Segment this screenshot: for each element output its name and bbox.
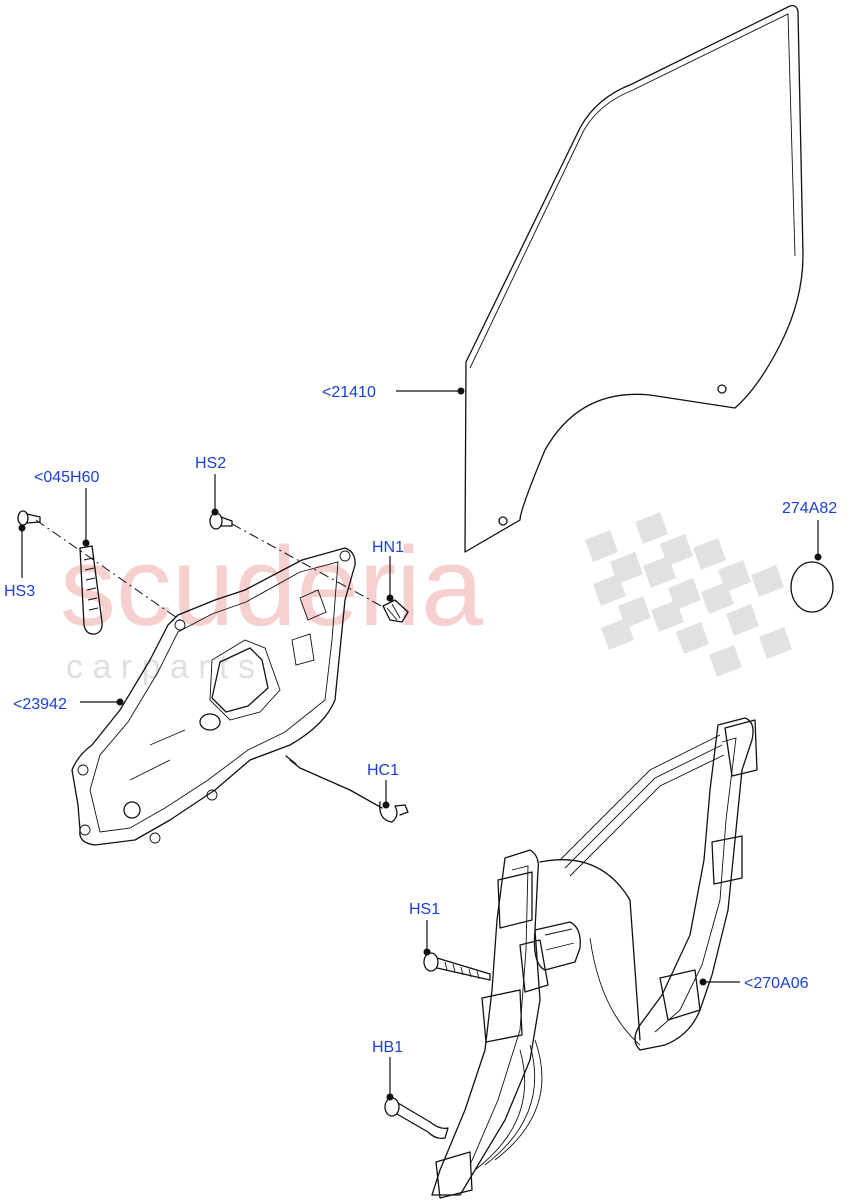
bolt-hb1[interactable] [384, 1097, 449, 1140]
callout-labels: <21410 274A82 <045H60 HS2 HN1 HS3 <23942… [4, 384, 837, 1056]
nut-hn1[interactable] [382, 599, 409, 623]
watermark: scuderia c a r p a r t s [60, 512, 792, 686]
screw-hs3[interactable] [17, 510, 41, 526]
callout-carrier-panel[interactable]: <23942 [13, 696, 67, 713]
callout-regulator[interactable]: <270A06 [744, 975, 809, 992]
callout-clip-part[interactable]: <045H60 [34, 469, 99, 486]
callout-screw-hs3[interactable]: HS3 [4, 583, 35, 600]
lock-rod[interactable] [79, 545, 103, 635]
alignment-lines [35, 519, 386, 621]
callout-glass[interactable]: <21410 [322, 384, 376, 401]
callout-screw-hs1[interactable]: HS1 [409, 901, 440, 918]
bowden-cable[interactable] [285, 755, 409, 823]
callout-screw-hs2[interactable]: HS2 [195, 455, 226, 472]
leader-lines [18, 387, 822, 1101]
sealing-ring[interactable] [790, 561, 834, 613]
window-regulator[interactable] [431, 717, 758, 1199]
watermark-checker-flag [585, 512, 792, 677]
screw-hs1[interactable] [423, 952, 491, 981]
glass-hole-upper [717, 384, 727, 394]
door-module-carrier[interactable] [71, 547, 356, 846]
callout-nut-hn1[interactable]: HN1 [372, 539, 404, 556]
callout-sealing-ring[interactable]: 274A82 [782, 500, 837, 517]
glass-hole-lower [498, 516, 508, 526]
watermark-brand: scuderia [60, 524, 484, 649]
callout-bolt-hb1[interactable]: HB1 [372, 1039, 403, 1056]
door-glass[interactable] [464, 4, 804, 553]
callout-cable-clip-hc1[interactable]: HC1 [367, 762, 399, 779]
